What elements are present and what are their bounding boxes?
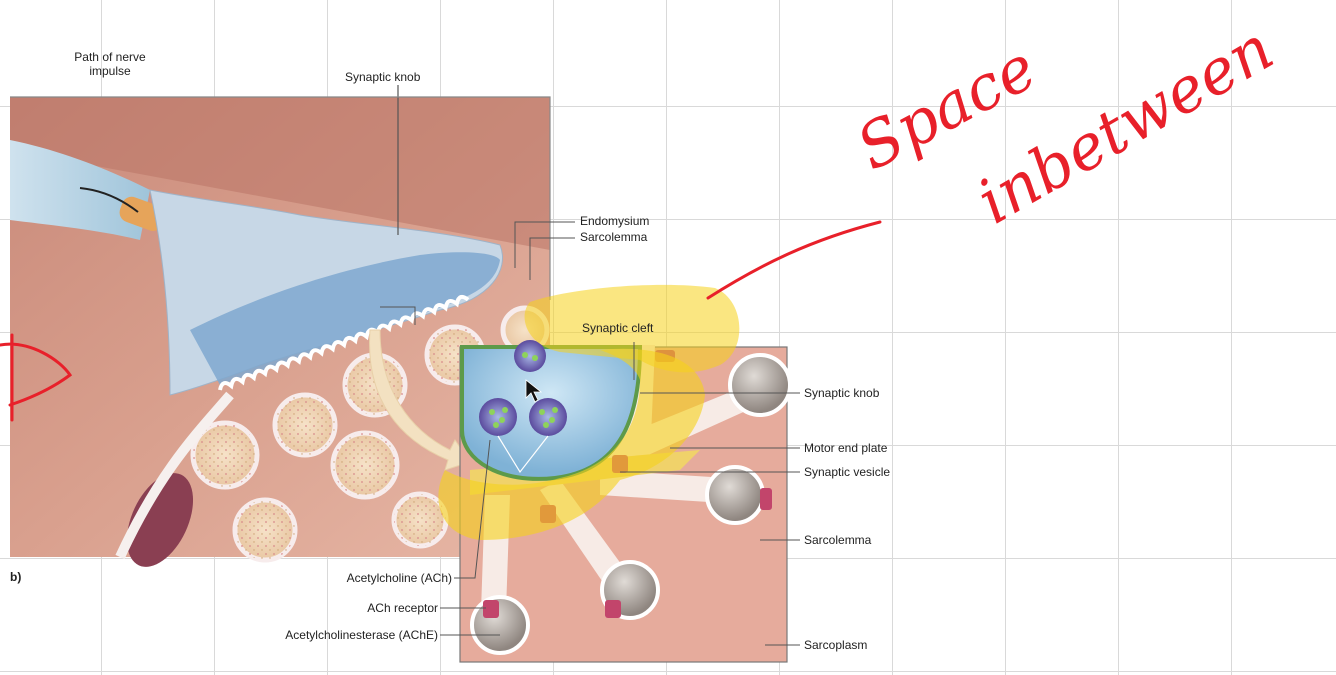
ink-left-mark <box>0 333 73 422</box>
sarcolemma-top-label: Sarcolemma <box>580 230 648 244</box>
endomysium-label: Endomysium <box>580 214 650 228</box>
highlighter-cleft <box>524 284 740 373</box>
muscle-fibers <box>190 305 550 563</box>
sarcoplasm-label: Sarcoplasm <box>804 638 868 652</box>
synaptic-vesicles <box>479 340 567 436</box>
mouse-cursor-icon <box>525 379 543 403</box>
frame-top-line <box>10 96 551 300</box>
synaptic-vesicle-label: Synaptic vesiclе <box>804 465 891 479</box>
upper-muscle-band <box>10 97 550 250</box>
motor-end-plate-label: Motor end platе <box>804 441 888 455</box>
endomysium-callout <box>514 221 575 268</box>
junctional-folds-left <box>218 294 470 391</box>
sub-frame-left <box>380 306 416 325</box>
path-of-nerve-impulse-label: Path of nerve impulse <box>55 50 165 78</box>
motor-end-plate-left <box>190 252 500 385</box>
synaptic-cleft-label: Synaptic cleft <box>582 321 654 335</box>
ink-underline-stroke <box>706 220 882 300</box>
sarcolemma-right-label: Sarcolemma <box>804 533 872 547</box>
path-of-nerve-impulse-arrow <box>79 187 139 213</box>
acetylcholinesterase-label: Acetylcholinesterase (AChE) <box>285 628 438 642</box>
white-sarcolemma-curve <box>115 391 234 560</box>
sarcolemma-callout <box>529 237 575 280</box>
acetylcholine-label: Acetylcholine (ACh) <box>346 571 452 585</box>
synaptic-knob-right-label: Synaptic knob <box>804 386 880 400</box>
nerve-fiber <box>10 140 150 240</box>
synaptic-knob-top-label: Synaptic knob <box>345 70 421 84</box>
ach-receptor-label: ACh receptor <box>367 601 438 615</box>
blood-vessel <box>126 473 194 567</box>
path-of-nerve-impulse-line1: Path of nerve <box>74 50 146 64</box>
path-of-nerve-impulse-line2: impulse <box>89 64 131 78</box>
vesicle-fan-lines <box>497 435 549 474</box>
panel-letter: b) <box>10 570 22 584</box>
acetylcholine-callout <box>454 439 491 579</box>
highlighter-junction <box>438 348 705 540</box>
